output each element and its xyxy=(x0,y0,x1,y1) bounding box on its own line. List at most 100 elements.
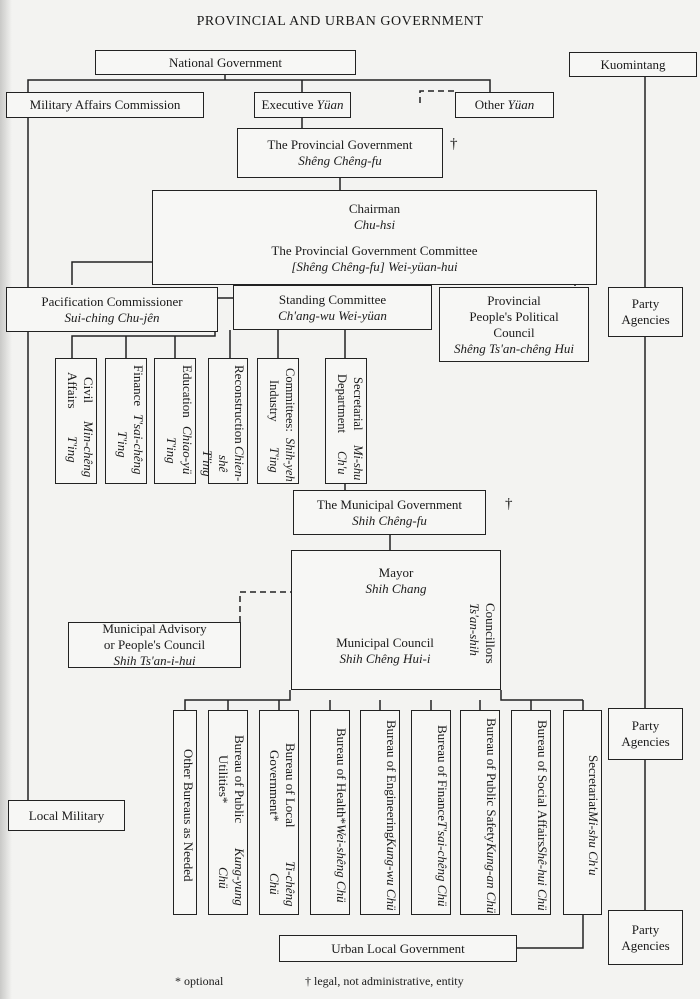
chairman-romanization: Chu-hsi xyxy=(353,216,396,232)
bureau-name: Bureau of Health* xyxy=(334,728,349,825)
standing-label: Standing Committee xyxy=(278,291,387,307)
party-agencies-box: Party Agencies xyxy=(608,910,683,965)
urban-local-government-label: Urban Local Government xyxy=(331,940,465,956)
councillors-label: Councillors xyxy=(483,603,498,664)
bureau-romanization: Shê-hui Chü xyxy=(535,846,550,912)
executive-label: Executive xyxy=(261,97,317,112)
bureau-name: Bureau of Public Utilities* xyxy=(216,734,247,823)
department-name: Finance xyxy=(131,365,146,407)
dagger-mark: † xyxy=(450,136,458,152)
standing-romanization: Ch'ang-wu Wei-yüan xyxy=(278,307,387,323)
mayor-box: Mayor Shih Chang Municipal Council Shih … xyxy=(291,550,501,690)
local-military-label: Local Military xyxy=(28,807,105,823)
department-name: Education xyxy=(180,365,195,418)
party-agencies-box: Party Agencies xyxy=(608,287,683,337)
bureau-romanization: Ti-chêng Chü xyxy=(267,861,298,907)
party-agencies-label: Party Agencies xyxy=(621,718,670,749)
other-yuan-box: Other Yüan xyxy=(455,92,554,118)
other-label: Other xyxy=(474,97,508,112)
department-romanization: Chiao-yü T'ing xyxy=(164,426,195,475)
bureau-name: Bureau of Social Affairs xyxy=(535,719,550,847)
bureau-romanization: Mi-shu Ch'u xyxy=(586,811,601,876)
chairman-label: Chairman xyxy=(348,200,401,216)
department-romanization: Mi-shu Ch'u xyxy=(335,444,365,481)
chairman-box: Chairman Chu-hsi The Provincial Governme… xyxy=(152,190,597,285)
department-name: Civil Affairs xyxy=(65,372,96,409)
advisory-label-1: Municipal Advisory xyxy=(102,621,207,636)
bureau-box: Bureau of Health*Wei-shêng Chü xyxy=(310,710,350,915)
bureau-box: Other Bureaus as Needed xyxy=(173,710,197,915)
provincial-government-romanization: Shêng Chêng-fu xyxy=(298,153,382,168)
advisory-romanization: Shih Ts'an-i-hui xyxy=(113,653,196,668)
military-affairs-box: Military Affairs Commission xyxy=(6,92,204,118)
council-label-2: People's Political xyxy=(469,308,559,324)
mayor-romanization: Shih Chang xyxy=(365,581,427,596)
bureau-name: Bureau of Public Safety xyxy=(484,718,499,843)
council-label-1: Provincial xyxy=(487,292,541,308)
bureau-romanization: Kung-yung Chü xyxy=(216,848,247,907)
national-government-box: National Government xyxy=(95,50,356,75)
committee-romanization: [Shêng Chêng-fu] Wei-yüan-hui xyxy=(291,258,458,274)
kuomintang-box: Kuomintang xyxy=(569,52,697,77)
committee-label: The Provincial Government Committee xyxy=(271,242,478,258)
bureau-romanization: Kung-wu Chü xyxy=(384,838,399,911)
national-government-label: National Government xyxy=(169,54,282,70)
department-name: Committees: Industry xyxy=(267,368,297,433)
department-romanization: Chien-shê T'ing xyxy=(200,445,247,482)
department-name: Reconstruction xyxy=(232,365,247,444)
party-agencies-label: Party Agencies xyxy=(621,296,670,327)
bureau-romanization: Wei-shêng Chü xyxy=(334,824,349,903)
municipal-government-romanization: Shih Chêng-fu xyxy=(352,512,427,528)
yuan-label: Yüan xyxy=(507,97,535,112)
mayor-label: Mayor xyxy=(378,565,414,580)
footnote-legal: † legal, not administrative, entity xyxy=(305,974,464,988)
department-romanization: Min-chêng T'ing xyxy=(65,421,96,478)
advisory-label-2: or People's Council xyxy=(103,637,206,652)
military-affairs-label: Military Affairs Commission xyxy=(29,97,181,112)
kuomintang-label: Kuomintang xyxy=(600,56,666,72)
municipal-council-label: Municipal Council xyxy=(336,635,434,650)
department-romanization: Shih-yeh T'ing xyxy=(267,437,297,482)
municipal-government-label: The Municipal Government xyxy=(316,496,463,512)
pacification-label: Pacification Commissioner xyxy=(41,293,183,309)
bureau-name: Bureau of Finance xyxy=(435,724,450,821)
urban-local-government-box: Urban Local Government xyxy=(279,935,517,962)
bureau-name: Other Bureaus as Needed xyxy=(181,749,196,882)
chart-title: PROVINCIAL AND URBAN GOVERNMENT xyxy=(196,14,484,29)
bureau-name: Bureau of Engineering xyxy=(384,720,399,839)
councillors-romanization: Ts'an-shih xyxy=(467,603,482,656)
councillors: Councillors Ts'an-shih xyxy=(466,603,498,689)
footnote-optional: * optional xyxy=(175,974,224,988)
council-label-3: Council xyxy=(493,324,535,340)
bureau-romanization: T'sai-chêng Chü xyxy=(435,820,450,907)
party-agencies-box: Party Agencies xyxy=(608,708,683,760)
pacification-romanization: Sui-ching Chu-jên xyxy=(64,309,160,325)
municipal-council-romanization: Shih Chêng Hui-i xyxy=(339,651,431,666)
bureau-name: Bureau of Local Government* xyxy=(267,743,298,828)
local-military-box: Local Military xyxy=(8,800,125,831)
department-name: Secretarial Department xyxy=(335,373,365,433)
department-romanization: T'sai-chêng T'ing xyxy=(115,414,146,475)
bureau-name: Secretariat xyxy=(586,755,601,812)
council-romanization: Shêng Ts'an-chêng Hui xyxy=(453,340,574,356)
executive-yuan-box: Executive Yüan xyxy=(254,92,351,118)
bureau-box: Bureau of Local Government* Ti-chêng Chü xyxy=(259,710,299,915)
bureau-romanization: Kung-an Chü xyxy=(484,842,499,913)
